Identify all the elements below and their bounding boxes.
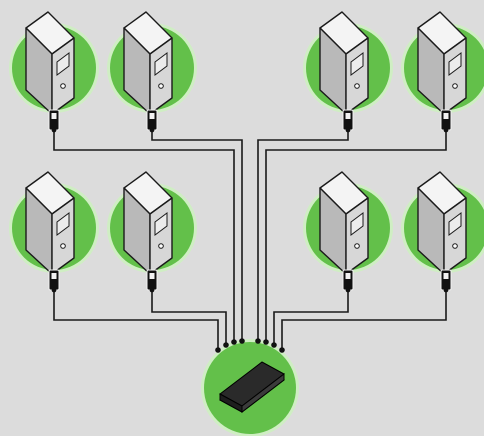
- hub-layer: [201, 338, 299, 436]
- network-port-icon: [342, 269, 354, 293]
- server-1: [9, 11, 99, 133]
- hub-port-6: [263, 339, 269, 345]
- hub-port-5: [255, 338, 261, 344]
- network-port-icon: [440, 269, 452, 293]
- tower-server-icon: [25, 11, 75, 115]
- hub-port-1: [215, 347, 221, 353]
- network-port-icon: [146, 109, 158, 133]
- server-6: [107, 171, 197, 293]
- wire-server-4: [265, 130, 447, 342]
- wire-server-3: [257, 130, 349, 341]
- tower-server-icon: [417, 171, 467, 275]
- server-8: [401, 171, 484, 293]
- wire-server-8: [281, 290, 447, 350]
- wire-server-6: [151, 290, 227, 345]
- network-port-icon: [440, 109, 452, 133]
- server-7: [303, 171, 393, 293]
- tower-server-icon: [319, 171, 369, 275]
- tower-server-icon: [25, 171, 75, 275]
- network-port-icon: [48, 269, 60, 293]
- network-port-icon: [146, 269, 158, 293]
- network-port-icon: [48, 109, 60, 133]
- server-2: [107, 11, 197, 133]
- hub-port-4: [239, 338, 245, 344]
- hub-port-8: [279, 347, 285, 353]
- server-5: [9, 171, 99, 293]
- wire-server-2: [151, 130, 243, 341]
- tower-server-icon: [319, 11, 369, 115]
- network-switch: [201, 338, 299, 436]
- network-switch-icon: [219, 361, 285, 414]
- hub-port-3: [231, 339, 237, 345]
- wires-layer: [53, 130, 447, 350]
- wire-server-1: [53, 130, 235, 342]
- wire-server-7: [273, 290, 349, 345]
- server-4: [401, 11, 484, 133]
- hub-port-7: [271, 342, 277, 348]
- network-port-icon: [342, 109, 354, 133]
- nodes-layer: [9, 11, 484, 293]
- hub-port-2: [223, 342, 229, 348]
- server-3: [303, 11, 393, 133]
- tower-server-icon: [123, 11, 173, 115]
- wire-server-5: [53, 290, 219, 350]
- tower-server-icon: [417, 11, 467, 115]
